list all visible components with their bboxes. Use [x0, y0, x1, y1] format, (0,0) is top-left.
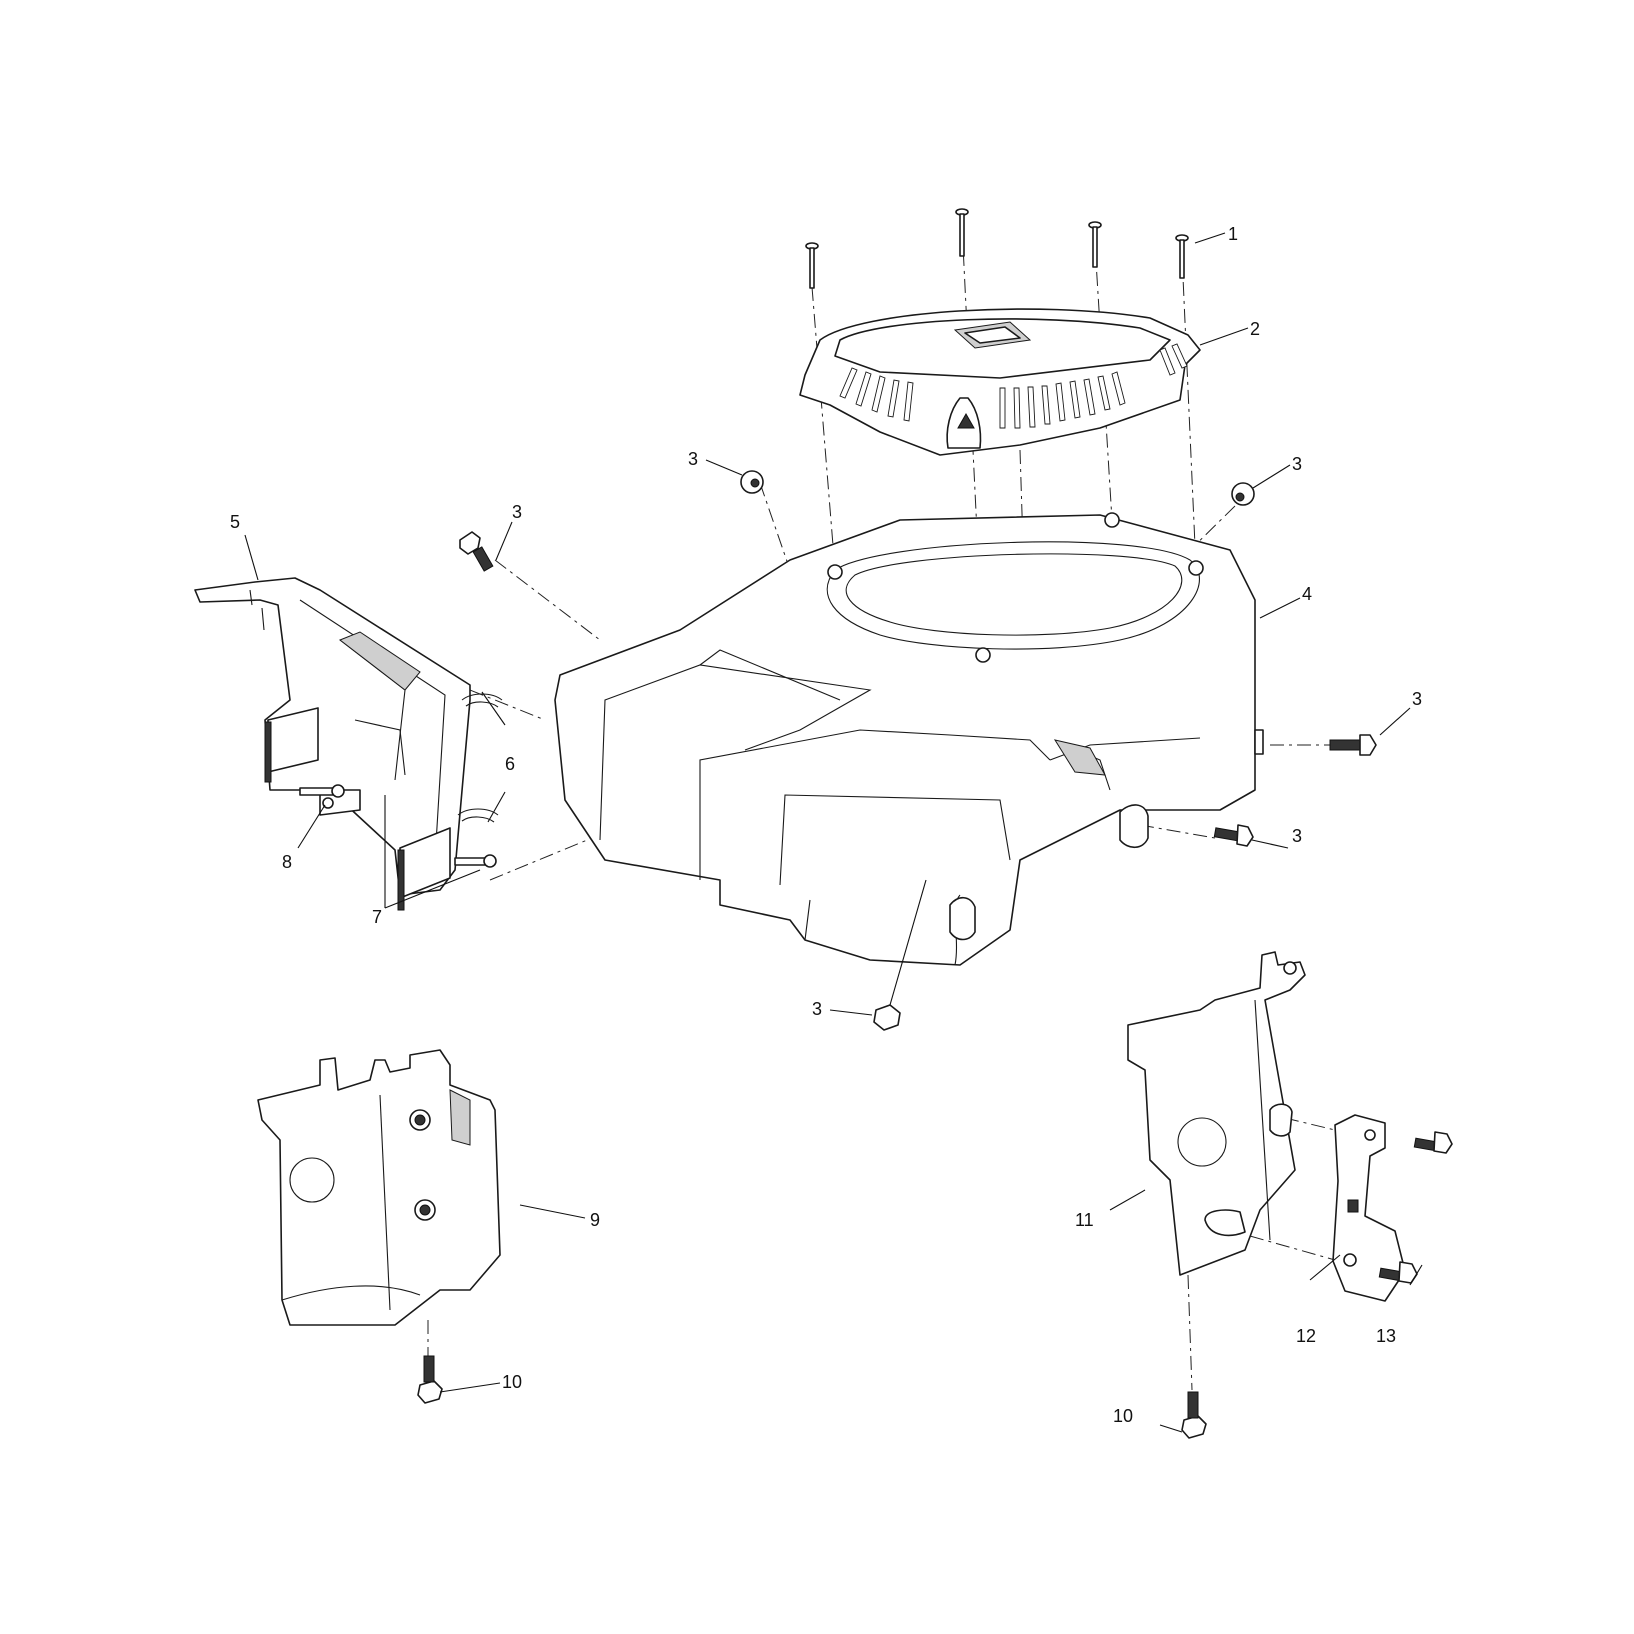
callout-3: 3 [1292, 826, 1302, 846]
bolt-icon [417, 1355, 443, 1404]
left-shroud [194, 577, 471, 911]
bolt-icon [459, 531, 494, 572]
bolt-icon [1213, 824, 1254, 847]
fasteners [299, 208, 1453, 1439]
callout-5: 5 [230, 512, 240, 532]
callout-9: 9 [590, 1210, 600, 1230]
callout-3: 3 [512, 502, 522, 522]
pin-icon [299, 784, 345, 798]
bolt-icon [1181, 1391, 1207, 1439]
callout-10: 10 [1113, 1406, 1133, 1426]
callout-3: 3 [688, 449, 698, 469]
callout-11: 11 [1075, 1210, 1094, 1230]
callout-3: 3 [1412, 689, 1422, 709]
blower-housing [554, 512, 1264, 966]
callout-7: 7 [372, 907, 382, 927]
leader-lines [244, 232, 1423, 1433]
callout-2: 2 [1250, 319, 1260, 339]
bolt-icon [1413, 1131, 1453, 1154]
callout-1: 1 [1228, 224, 1238, 244]
lower-left-shield [257, 1049, 501, 1326]
bolt-icon [873, 1004, 901, 1031]
callout-4: 4 [1302, 584, 1312, 604]
nut-icon [322, 797, 334, 809]
right-bracket-plate [1127, 951, 1306, 1276]
callout-3: 3 [1292, 454, 1302, 474]
clip-icon [461, 693, 503, 708]
callout-8: 8 [282, 852, 292, 872]
callout-12: 12 [1296, 1326, 1316, 1346]
grommet-icon [1231, 482, 1255, 506]
screw-icon [955, 208, 969, 257]
callout-labels: 1 2 3 3 3 3 3 3 4 5 6 7 8 9 10 10 11 12 … [230, 224, 1422, 1426]
screw-icon [1088, 221, 1102, 268]
clip-icon [457, 808, 499, 823]
screw-icon [1175, 234, 1189, 279]
grille-fins [839, 343, 1188, 429]
grommet-icon [740, 470, 764, 494]
callout-6: 6 [505, 754, 515, 774]
pin-icon [454, 854, 497, 868]
blower-grille [799, 308, 1201, 456]
bolt-icon [1329, 734, 1377, 756]
callout-13: 13 [1376, 1326, 1396, 1346]
screw-icon [805, 242, 819, 289]
callout-10: 10 [502, 1372, 522, 1392]
callout-3: 3 [812, 999, 822, 1019]
